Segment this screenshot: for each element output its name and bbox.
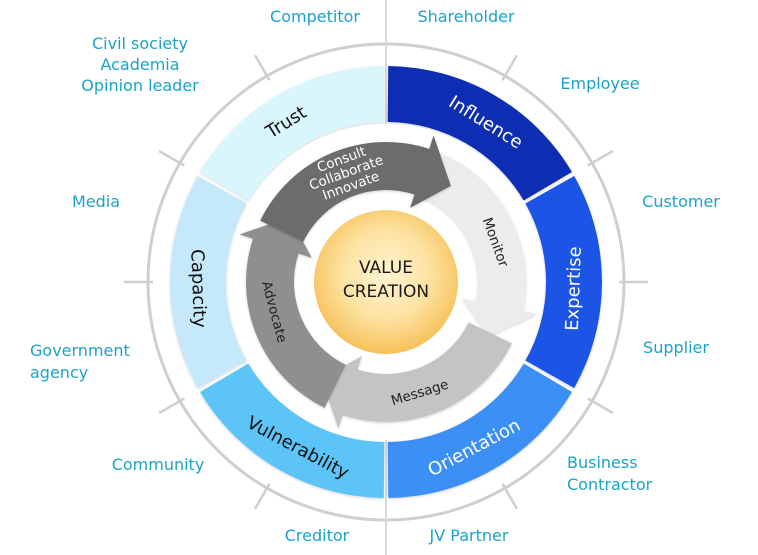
ring-tick-1: [587, 149, 614, 167]
stakeholder-agency: agency: [30, 363, 88, 382]
segment-expertise: [525, 175, 603, 389]
segment-label-capacity: Capacity: [186, 249, 210, 329]
stakeholder-creditor: Creditor: [285, 526, 350, 545]
segment-trust: [200, 66, 385, 201]
segment-vulnerability: [200, 363, 385, 498]
ring-tick-0: [501, 54, 519, 81]
engagement-cycle: MonitorMessageAdvocateConsultCollaborate…: [239, 135, 537, 429]
stakeholder-shareholder: Shareholder: [417, 7, 515, 26]
stakeholder-contractor: Contractor: [567, 475, 653, 494]
stakeholder-business: Business: [567, 453, 638, 472]
segment-orientation: [387, 363, 572, 498]
stakeholder-community: Community: [112, 455, 205, 474]
stakeholder-jv-partner: JV Partner: [429, 526, 509, 545]
cycle-arrow-message: [321, 322, 512, 429]
ring-tick-6: [158, 397, 185, 415]
ring-ticks: [124, 54, 648, 510]
stakeholder-customer: Customer: [642, 192, 720, 211]
value-creation-core: [314, 210, 458, 354]
segment-capacity: [169, 175, 247, 389]
stakeholder-media: Media: [72, 192, 120, 211]
stakeholder-labels: Competitor Shareholder Civil society Aca…: [30, 7, 720, 545]
stakeholder-civil-society: Civil society: [92, 34, 188, 53]
stakeholder-academia: Academia: [100, 55, 179, 74]
cycle-arrow-advocate: [239, 217, 346, 408]
attribute-ring: InfluenceExpertiseOrientationVulnerabili…: [169, 66, 603, 498]
core-label-line1: VALUE: [359, 258, 413, 278]
stakeholder-employee: Employee: [560, 74, 639, 93]
ring-tick-8: [158, 149, 185, 167]
stakeholder-government: Government: [30, 341, 130, 360]
segment-label-expertise: Expertise: [562, 246, 586, 331]
stakeholder-competitor: Competitor: [270, 7, 360, 26]
stakeholder-supplier: Supplier: [643, 338, 709, 357]
core-label-line2: CREATION: [343, 282, 429, 302]
ring-tick-9: [253, 54, 271, 81]
cycle-arrow-monitor: [420, 152, 537, 337]
ring-tick-3: [587, 397, 614, 415]
ring-tick-4: [501, 483, 519, 510]
ring-tick-5: [253, 483, 271, 510]
cycle-arrow-consult: [260, 135, 451, 242]
segment-influence: [387, 66, 572, 201]
stakeholder-opinion-leader: Opinion leader: [81, 76, 199, 95]
